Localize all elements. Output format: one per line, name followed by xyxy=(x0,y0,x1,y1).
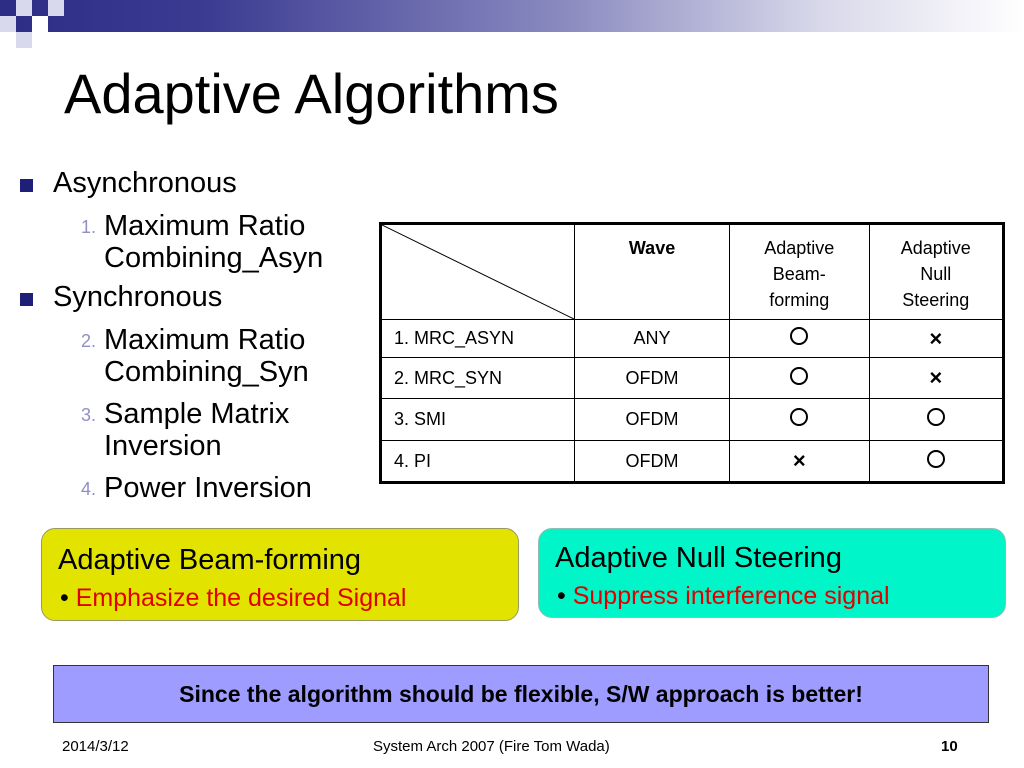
circle-icon xyxy=(790,327,809,345)
cross-icon: × xyxy=(929,325,943,351)
header-null-steering: Adaptive Null Steering xyxy=(868,223,1004,320)
conclusion-banner: Since the algorithm should be flexible, … xyxy=(53,665,989,723)
table-row: 1. MRC_ASYN ANY × xyxy=(380,319,1004,358)
page-number: 10 xyxy=(941,738,958,755)
diagonal-corner-cell xyxy=(380,223,575,320)
decor-square-1 xyxy=(0,0,16,16)
cell-null-0: × xyxy=(868,319,1004,358)
cell-beam-2 xyxy=(729,398,870,441)
decor-square-2 xyxy=(16,0,32,16)
null-steering-callout: Adaptive Null Steering • Suppress interf… xyxy=(538,528,1006,618)
table-header-row: Wave Adaptive Beam- forming Adaptive Nul… xyxy=(380,223,1004,320)
decor-square-5 xyxy=(16,32,32,48)
circle-icon xyxy=(790,408,809,426)
sub-bullet-2: 2. Maximum Ratio Combining_Syn xyxy=(80,324,309,388)
footer-title: System Arch 2007 (Fire Tom Wada) xyxy=(373,738,610,755)
cross-icon: × xyxy=(929,365,943,390)
sub-bullet-3: 3. Sample Matrix Inversion xyxy=(80,398,290,462)
table-row: 2. MRC_SYN OFDM × xyxy=(380,357,1004,399)
sub-bullet-1: 1. Maximum Ratio Combining_Asyn xyxy=(80,210,324,274)
cross-icon: × xyxy=(792,448,806,473)
footer-date: 2014/3/12 xyxy=(62,738,129,755)
header-beamforming: Adaptive Beam- forming xyxy=(729,223,870,320)
square-bullet-icon xyxy=(20,179,33,192)
slide-title: Adaptive Algorithms xyxy=(64,62,559,125)
cell-null-3 xyxy=(868,440,1004,483)
header-gradient-bar xyxy=(0,0,1024,32)
beamforming-callout: Adaptive Beam-forming • Emphasize the de… xyxy=(41,528,519,621)
decor-square-6 xyxy=(48,0,64,16)
square-bullet-icon xyxy=(20,293,33,306)
circle-icon xyxy=(926,449,945,468)
algorithm-table: Wave Adaptive Beam- forming Adaptive Nul… xyxy=(379,222,1005,484)
sub-bullet-4: 4. Power Inversion xyxy=(80,472,312,504)
circle-icon xyxy=(790,366,809,385)
diagonal-line xyxy=(382,225,574,319)
cell-null-1: × xyxy=(868,357,1004,399)
cell-beam-1 xyxy=(729,357,870,399)
cell-null-2 xyxy=(868,398,1004,441)
table-row: 3. SMI OFDM xyxy=(380,398,1004,441)
table-row: 4. PI OFDM × xyxy=(380,440,1004,483)
circle-icon xyxy=(926,408,945,426)
decor-square-4 xyxy=(32,16,48,32)
header-wave: Wave xyxy=(573,223,731,320)
cell-beam-3: × xyxy=(729,440,870,483)
decor-square-3 xyxy=(0,16,16,32)
cell-beam-0 xyxy=(729,319,870,358)
